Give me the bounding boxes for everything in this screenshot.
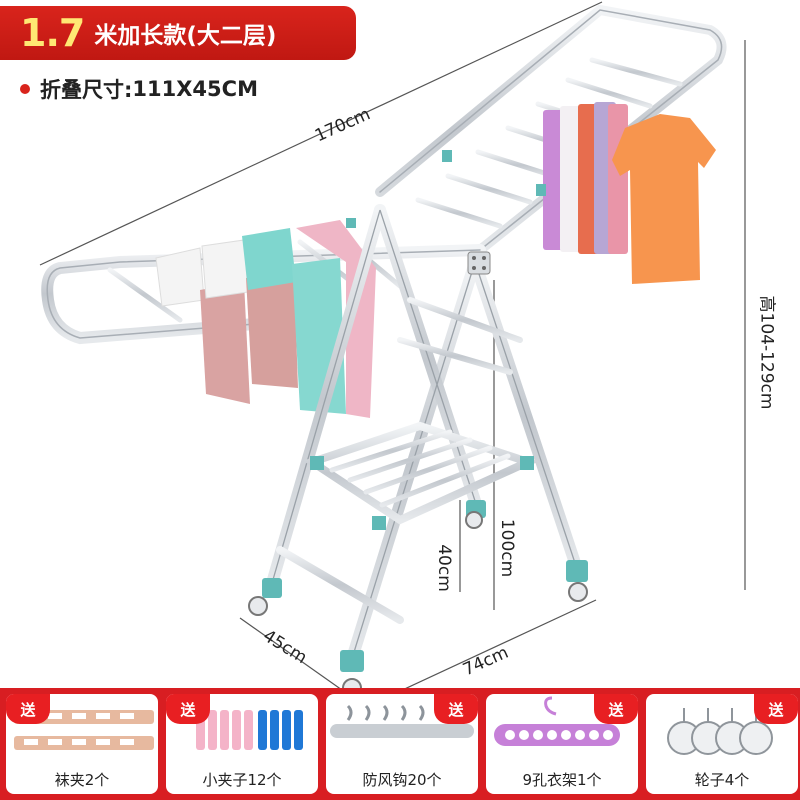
- gift-card-wheels: 送 轮子4个: [646, 694, 798, 794]
- gift-strip: 送 袜夹2个 送 小夹子12个 送 防风钩20个 送 9孔衣架1个: [0, 688, 800, 800]
- height-label: 高104-129cm: [756, 295, 777, 410]
- connectors: [262, 150, 588, 672]
- wheels-icon: [667, 708, 773, 755]
- hanging-shirts: [543, 102, 716, 284]
- upper-height-label: 100cm: [497, 518, 518, 578]
- windproof-hooks-icon: [330, 704, 474, 738]
- drying-rack-illustration: [39, 1, 746, 690]
- gift-card-sock-clip: 送 袜夹2个: [6, 694, 158, 794]
- gift-label: 9孔衣架1个: [522, 771, 602, 789]
- nine-hole-hanger-icon: [494, 696, 620, 746]
- gift-card-nine-hole-hanger: 送 9孔衣架1个: [486, 694, 638, 794]
- gift-tag: 送: [754, 694, 798, 724]
- gift-card-small-clips: 送 小夹子12个: [166, 694, 318, 794]
- gift-label: 轮子4个: [694, 771, 750, 789]
- gift-label: 袜夹2个: [54, 771, 110, 789]
- gift-card-windproof-hooks: 送 防风钩20个: [326, 694, 478, 794]
- gift-tag: 送: [166, 694, 210, 724]
- folded-size-label: 折叠尺寸:: [40, 78, 133, 102]
- gift-tag: 送: [6, 694, 50, 724]
- lower-height-label: 40cm: [433, 544, 454, 592]
- gift-tag: 送: [434, 694, 478, 724]
- gift-tag: 送: [594, 694, 638, 724]
- wheel-icons: [248, 511, 588, 690]
- hinge-icon: [467, 251, 491, 275]
- bullet-dot-icon: [20, 84, 30, 94]
- folded-size: 折叠尺寸: 111X45CM: [20, 74, 258, 104]
- gift-label: 小夹子12个: [202, 771, 282, 789]
- small-clips-icon: [196, 710, 303, 750]
- folded-size-value: 111X45CM: [132, 77, 258, 101]
- gift-label: 防风钩20个: [362, 771, 442, 789]
- title-badge: 1.7 米加长款(大二层): [0, 6, 356, 60]
- length-highlight: 1.7: [20, 11, 85, 55]
- product-title: 米加长款(大二层): [94, 23, 277, 49]
